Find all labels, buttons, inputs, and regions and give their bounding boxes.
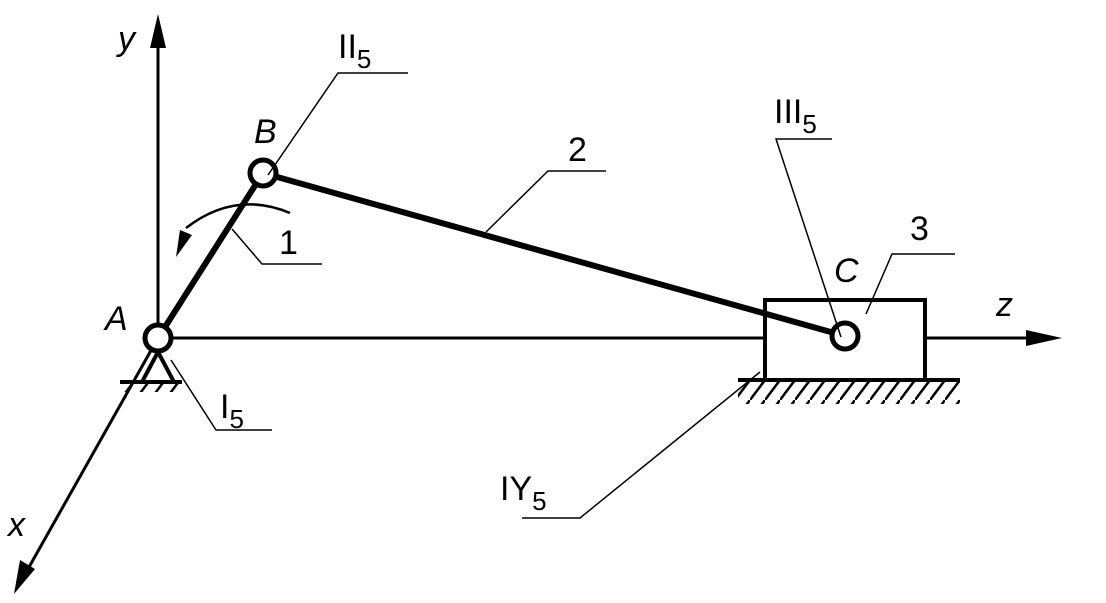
pair-2-roman: II (338, 28, 357, 66)
crank (155, 171, 266, 340)
pair-label-ii5: II5 (338, 28, 371, 74)
y-axis (150, 14, 166, 338)
joint-a (142, 322, 174, 354)
rotation-arrow-icon (176, 203, 291, 257)
joint-c (829, 320, 861, 352)
pair-1-subscript: 5 (229, 404, 243, 434)
pair-4-roman: IY (500, 470, 532, 508)
point-b-label: B (254, 113, 277, 151)
x-axis-label: x (6, 506, 26, 544)
joint-b (247, 157, 279, 189)
pair-2-subscript: 5 (357, 44, 371, 74)
crank-number: 1 (279, 224, 298, 262)
pair-1-roman: I (220, 388, 229, 426)
pair-label-iy5: IY5 (500, 470, 547, 516)
pair-label-i5: I5 (220, 388, 244, 434)
point-a-label: A (103, 300, 128, 338)
point-c-label: C (834, 252, 859, 290)
y-axis-label: y (116, 20, 137, 58)
pair-3-subscript: 5 (802, 109, 816, 139)
leader-lines (170, 72, 955, 519)
pair-label-iii5: III5 (774, 93, 817, 139)
z-axis-label: z (995, 286, 1013, 324)
slider-ground-guide (738, 378, 960, 404)
x-axis (14, 337, 160, 594)
connecting-rod-number: 2 (568, 131, 587, 169)
pair-3-roman: III (774, 93, 802, 131)
pair-4-subscript: 5 (532, 486, 546, 516)
slider-number: 3 (910, 210, 929, 248)
connecting-rod (262, 170, 846, 339)
fixed-support-a (120, 347, 182, 392)
